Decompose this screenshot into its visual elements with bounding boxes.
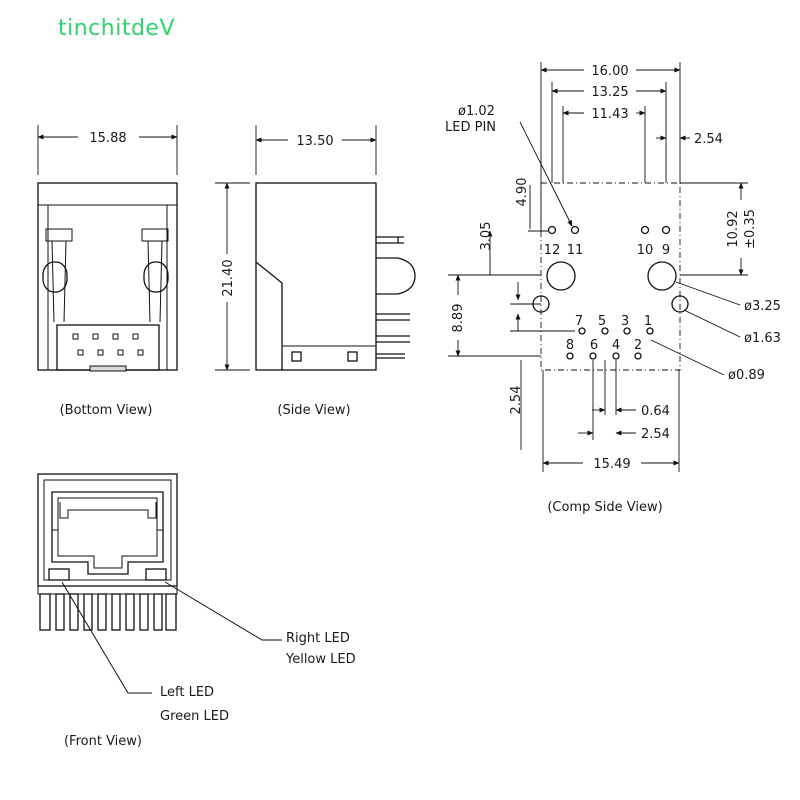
bottom-view-caption: (Bottom View): [60, 403, 153, 418]
pin-7: 7: [575, 314, 583, 329]
side-height-dim: 21.40: [221, 259, 236, 296]
side-view: 13.50 21.40 (Side View): [215, 125, 416, 418]
pin-2: 2: [634, 338, 642, 353]
front-view-caption: (Front View): [64, 734, 142, 749]
front-pins: [39, 593, 177, 631]
pin-9: 9: [662, 243, 670, 258]
bottom-view: 15.88 (Bott: [37, 125, 178, 418]
dim-11-43: 11.43: [591, 107, 628, 122]
dim-3-05: 3.05: [479, 222, 494, 251]
comp-view-caption: (Comp Side View): [547, 500, 662, 515]
dim-2-54-bottom: 2.54: [641, 427, 670, 442]
dim-13-25: 13.25: [591, 85, 628, 100]
left-led-color: Green LED: [160, 709, 229, 724]
dim-0-64: 0.64: [641, 404, 670, 419]
brand-watermark: tinchitdeV: [58, 16, 176, 41]
pin-1: 1: [644, 314, 652, 329]
pin-5: 5: [598, 314, 606, 329]
pin-11: 11: [567, 243, 584, 258]
front-view: Right LED Yellow LED Left LED Green LED …: [37, 473, 356, 749]
dim-4-90: 4.90: [515, 178, 530, 207]
comp-side-view: 16.00 13.25 11.43 2.54 ø1.02 LED PIN 4.9…: [445, 62, 781, 515]
dim-2-54-right: 2.54: [694, 132, 723, 147]
led-pin-diameter: ø1.02: [458, 104, 495, 119]
pin-12: 12: [544, 243, 561, 258]
led-pin-label: LED PIN: [445, 120, 496, 135]
pin-10: 10: [637, 243, 654, 258]
right-led-label: Right LED: [286, 631, 350, 646]
hole-1-63: ø1.63: [744, 331, 781, 346]
pin-6: 6: [590, 338, 598, 353]
left-led-label: Left LED: [160, 685, 214, 700]
pin-4: 4: [612, 338, 620, 353]
bottom-width-dim: 15.88: [89, 131, 126, 146]
dim-10-92: 10.92: [726, 210, 741, 247]
hole-0-89: ø0.89: [728, 368, 765, 383]
side-width-dim: 13.50: [296, 134, 333, 149]
dim-15-49: 15.49: [593, 457, 630, 472]
dim-2-54-left: 2.54: [509, 386, 524, 415]
pin-8: 8: [566, 338, 574, 353]
right-led-color: Yellow LED: [285, 652, 356, 667]
side-view-caption: (Side View): [277, 403, 350, 418]
dim-16-00: 16.00: [591, 64, 628, 79]
dim-tolerance: ±0.35: [743, 209, 758, 249]
dim-8-89: 8.89: [451, 304, 466, 333]
pin-3: 3: [621, 314, 629, 329]
hole-3-25: ø3.25: [744, 299, 781, 314]
